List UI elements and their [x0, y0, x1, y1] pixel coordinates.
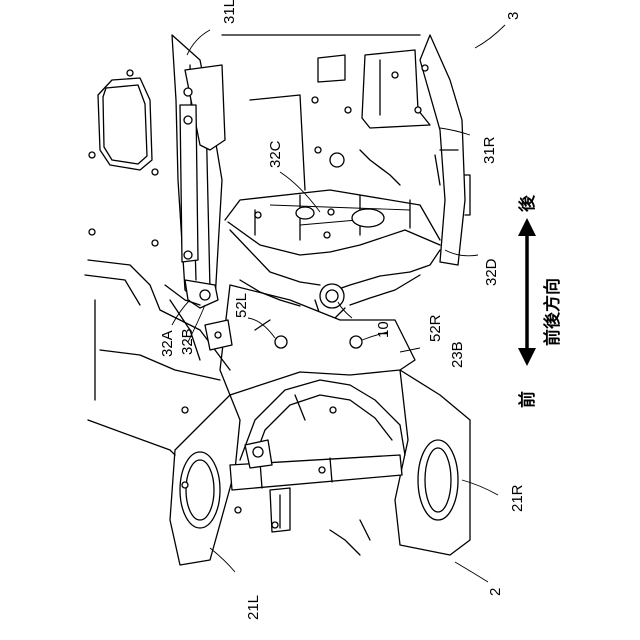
label-23B: 23B [449, 341, 466, 368]
label-32D: 32D [483, 258, 500, 286]
label-32A: 32A [159, 330, 176, 357]
label-32C: 32C [267, 140, 284, 168]
label-32B: 32B [179, 328, 196, 355]
arrowhead-front [518, 348, 536, 366]
label-10: 10 [375, 321, 392, 338]
label-front: 前 [517, 391, 538, 408]
bolts-left [89, 229, 158, 246]
label-21R: 21R [509, 484, 526, 512]
label-21L: 21L [245, 595, 262, 620]
label-52L: 52L [233, 293, 250, 318]
label-rear: 後 [517, 194, 538, 212]
label-31L: 31L [221, 0, 238, 24]
rear-frame-3 [172, 35, 470, 308]
arrowhead-rear [518, 218, 536, 236]
hole-52L [275, 336, 287, 348]
front-frame-2 [85, 260, 470, 565]
inspection-window [89, 70, 158, 175]
label-3: 3 [505, 12, 522, 20]
label-31R: 31R [481, 136, 498, 164]
hole-52R [350, 336, 362, 348]
label-direction: 前後方向 [542, 278, 563, 346]
label-2: 2 [487, 588, 504, 596]
label-52R: 52R [427, 314, 444, 342]
direction-legend: 後 前 前後方向 [517, 194, 563, 408]
